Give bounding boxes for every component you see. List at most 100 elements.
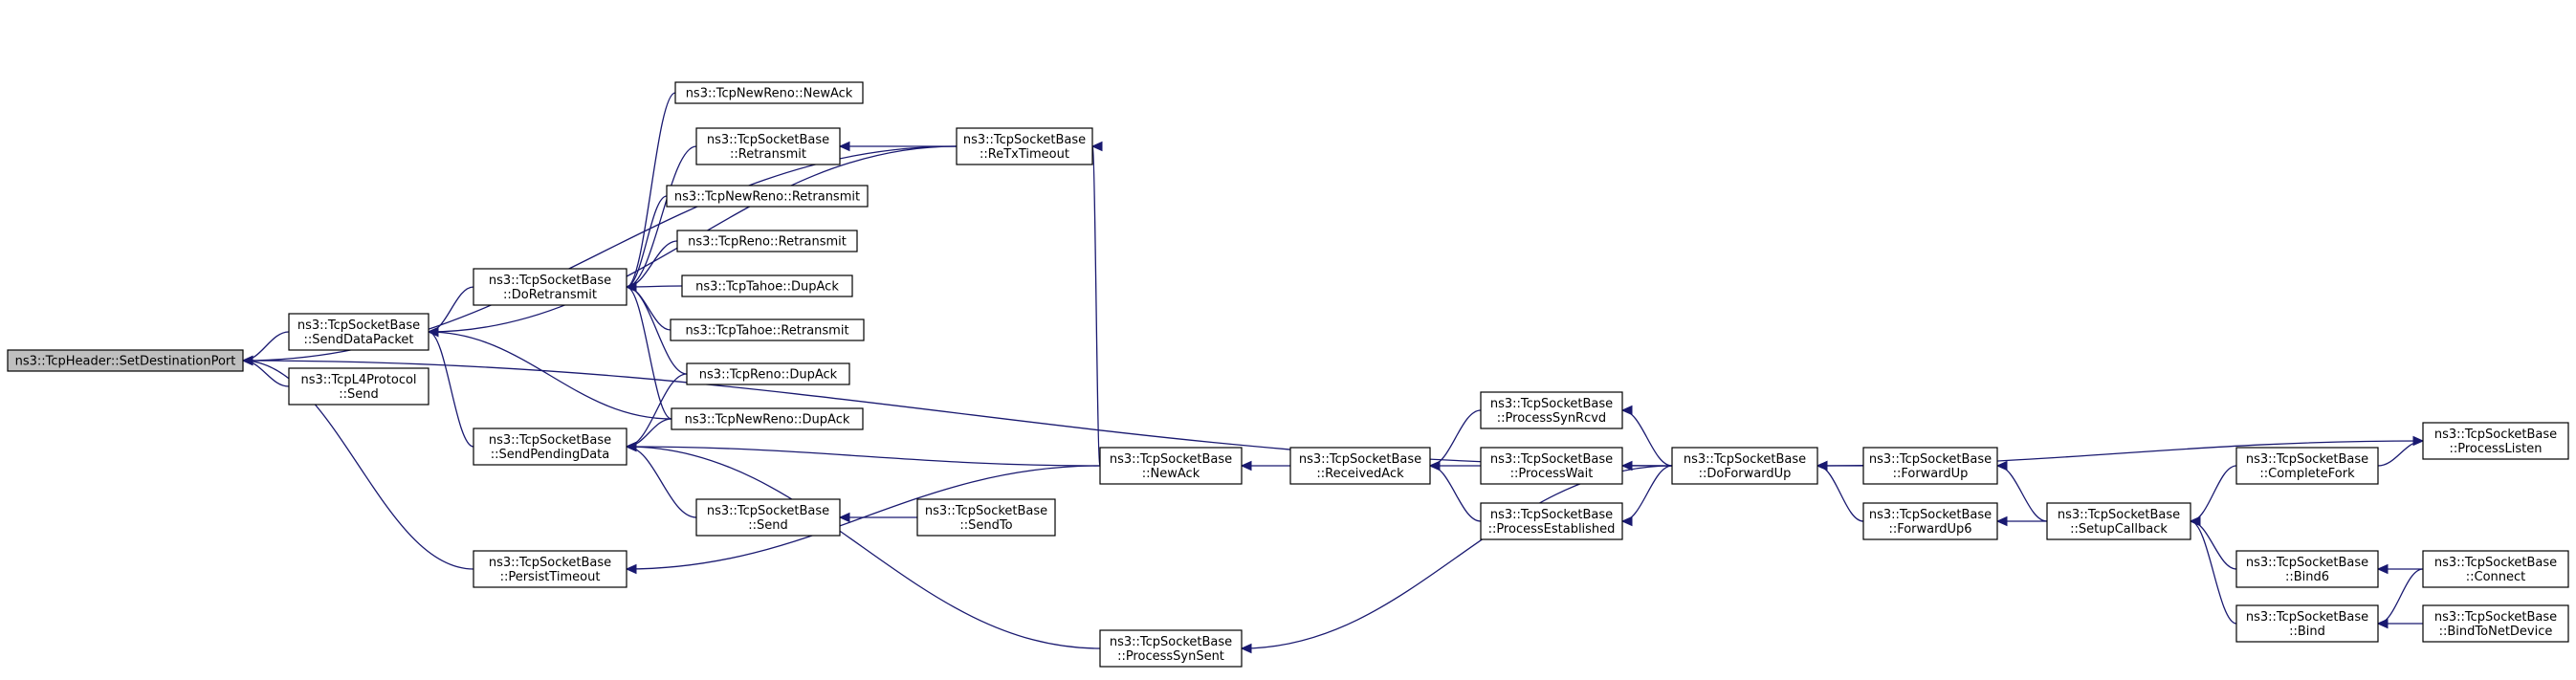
node-box[interactable] — [2422, 422, 2569, 460]
node-bindtonetdevice[interactable]: ns3::TcpSocketBase::BindToNetDevice — [2422, 604, 2569, 643]
edge-line — [242, 360, 474, 570]
node-sendto[interactable]: ns3::TcpSocketBase::SendTo — [916, 498, 1056, 537]
node-newreno_retransmit[interactable]: ns3::TcpNewReno::Retransmit — [666, 185, 869, 208]
node-box[interactable] — [916, 498, 1056, 537]
node-box[interactable] — [1862, 447, 1998, 485]
node-box[interactable] — [2422, 604, 2569, 643]
node-box[interactable] — [473, 428, 627, 466]
edge-receivedack-to-newack — [1240, 460, 1291, 472]
node-box[interactable] — [7, 349, 244, 372]
node-box[interactable] — [695, 498, 841, 537]
node-label: ns3::TcpSocketBase — [2434, 556, 2557, 570]
node-label: ::CompleteFork — [2259, 467, 2355, 481]
node-processlisten[interactable]: ns3::TcpSocketBase::ProcessListen — [2422, 422, 2569, 460]
node-label: ns3::TcpSocketBase — [1684, 452, 1806, 467]
node-newreno_dupack[interactable]: ns3::TcpNewReno::DupAck — [671, 407, 864, 430]
node-box[interactable] — [1480, 391, 1623, 429]
node-label: ::Bind6 — [2285, 570, 2329, 584]
arrowhead-icon — [625, 281, 637, 293]
edge-connect-to-bind — [2376, 568, 2424, 629]
edge-line — [242, 360, 1673, 467]
node-label: ::Bind — [2289, 625, 2325, 639]
edge-newack-to-sendpendingdata — [625, 441, 1101, 467]
node-newreno_newack[interactable]: ns3::TcpNewReno::NewAck — [674, 81, 864, 104]
node-connect[interactable]: ns3::TcpSocketBase::Connect — [2422, 550, 2569, 588]
node-receivedack[interactable]: ns3::TcpSocketBase::ReceivedAck — [1289, 447, 1431, 485]
edge-doforwardup-to-processestablished — [1620, 465, 1673, 527]
arrowhead-icon — [241, 355, 253, 366]
node-l4send[interactable]: ns3::TcpL4Protocol::Send — [288, 367, 429, 406]
node-box[interactable] — [1671, 447, 1818, 485]
node-label: ::SendPendingData — [491, 448, 610, 462]
node-box[interactable] — [956, 127, 1093, 165]
node-box[interactable] — [670, 318, 865, 341]
node-setdest[interactable]: ns3::TcpHeader::SetDestinationPort — [7, 349, 244, 372]
node-forwardup6[interactable]: ns3::TcpSocketBase::ForwardUp6 — [1862, 502, 1998, 540]
node-completefork[interactable]: ns3::TcpSocketBase::CompleteFork — [2235, 447, 2379, 485]
node-box[interactable] — [2046, 502, 2191, 540]
node-senddatapacket[interactable]: ns3::TcpSocketBase::SendDataPacket — [288, 313, 429, 351]
node-box[interactable] — [1289, 447, 1431, 485]
node-processsynsent[interactable]: ns3::TcpSocketBase::ProcessSynSent — [1099, 629, 1243, 668]
node-send[interactable]: ns3::TcpSocketBase::Send — [695, 498, 841, 537]
node-box[interactable] — [676, 230, 858, 252]
node-label: ns3::TcpReno::Retransmit — [688, 235, 847, 250]
node-bind[interactable]: ns3::TcpSocketBase::Bind — [2235, 604, 2379, 643]
node-box[interactable] — [2235, 604, 2379, 643]
node-box[interactable] — [686, 362, 850, 385]
node-tahoe_retransmit[interactable]: ns3::TcpTahoe::Retransmit — [670, 318, 865, 341]
node-bind6[interactable]: ns3::TcpSocketBase::Bind6 — [2235, 550, 2379, 588]
node-box[interactable] — [2235, 447, 2379, 485]
node-label: ns3::TcpReno::DupAck — [699, 368, 838, 383]
node-label: ::PersistTimeout — [500, 570, 601, 584]
node-box[interactable] — [473, 268, 627, 306]
node-label: ns3::TcpSocketBase — [1490, 397, 1613, 411]
node-processestablished[interactable]: ns3::TcpSocketBase::ProcessEstablished — [1480, 502, 1623, 540]
node-box[interactable] — [681, 274, 853, 297]
edge-line — [1621, 465, 1673, 522]
node-doretransmit[interactable]: ns3::TcpSocketBase::DoRetransmit — [473, 268, 627, 306]
edge-line — [428, 331, 672, 420]
node-box[interactable] — [666, 185, 869, 208]
node-box[interactable] — [1480, 447, 1623, 485]
node-processwait[interactable]: ns3::TcpSocketBase::ProcessWait — [1480, 447, 1623, 485]
node-box[interactable] — [473, 550, 627, 588]
node-label: ns3::TcpSocketBase — [1490, 452, 1613, 467]
node-label: ::ProcessListen — [2449, 442, 2542, 456]
node-box[interactable] — [1099, 447, 1243, 485]
node-forwardup[interactable]: ns3::TcpSocketBase::ForwardUp — [1862, 447, 1998, 485]
edge-newreno_dupack-to-doretransmit — [625, 281, 672, 420]
node-tahoe_dupack[interactable]: ns3::TcpTahoe::DupAck — [681, 274, 853, 297]
node-processsynrcvd[interactable]: ns3::TcpSocketBase::ProcessSynRcvd — [1480, 391, 1623, 429]
edge-line — [626, 195, 668, 288]
node-retransmit[interactable]: ns3::TcpSocketBase::Retransmit — [695, 127, 841, 165]
node-label: ns3::TcpSocketBase — [707, 504, 829, 518]
arrowhead-icon — [625, 563, 637, 575]
edge-newreno_dupack-to-senddatapacket — [427, 326, 672, 420]
node-reno_dupack[interactable]: ns3::TcpReno::DupAck — [686, 362, 850, 385]
node-persisttimeout[interactable]: ns3::TcpSocketBase::PersistTimeout — [473, 550, 627, 588]
node-reno_retransmit[interactable]: ns3::TcpReno::Retransmit — [676, 230, 858, 252]
node-label: ns3::TcpTahoe::Retransmit — [685, 324, 848, 339]
node-label: ::DoForwardUp — [1699, 467, 1792, 481]
node-label: ::ProcessWait — [1510, 467, 1594, 481]
node-box[interactable] — [1099, 629, 1243, 668]
node-retxtimeout[interactable]: ns3::TcpSocketBase::ReTxTimeout — [956, 127, 1093, 165]
node-box[interactable] — [2235, 550, 2379, 588]
node-setupcallback[interactable]: ns3::TcpSocketBase::SetupCallback — [2046, 502, 2191, 540]
edge-setupcallback-to-forwardup — [1995, 460, 2048, 522]
node-box[interactable] — [671, 407, 864, 430]
node-box[interactable] — [288, 313, 429, 351]
node-newack[interactable]: ns3::TcpSocketBase::NewAck — [1099, 447, 1243, 485]
node-box[interactable] — [288, 367, 429, 406]
edge-line — [626, 92, 676, 288]
node-box[interactable] — [695, 127, 841, 165]
node-doforwardup[interactable]: ns3::TcpSocketBase::DoForwardUp — [1671, 447, 1818, 485]
node-box[interactable] — [674, 81, 864, 104]
node-box[interactable] — [1480, 502, 1623, 540]
node-label: ::SendDataPacket — [303, 333, 413, 347]
node-label: ns3::TcpSocketBase — [297, 318, 420, 333]
node-box[interactable] — [2422, 550, 2569, 588]
node-box[interactable] — [1862, 502, 1998, 540]
node-sendpendingdata[interactable]: ns3::TcpSocketBase::SendPendingData — [473, 428, 627, 466]
